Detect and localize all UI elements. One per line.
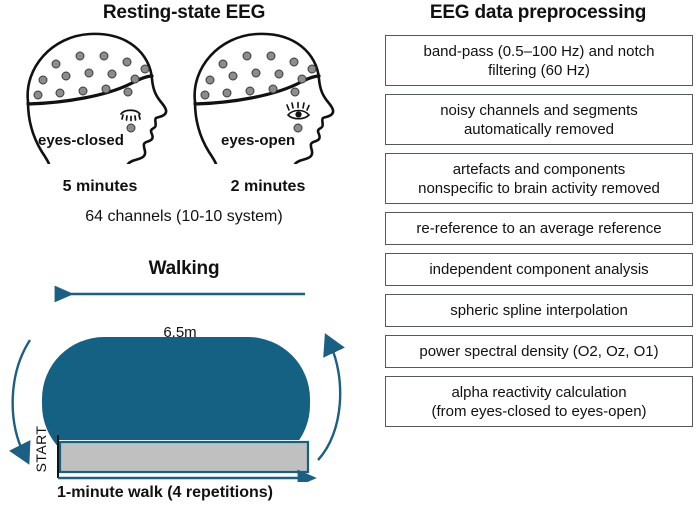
preprocessing-step: independent component analysis xyxy=(385,253,693,286)
head-illustrations-row: eyes-closed xyxy=(0,24,368,164)
preprocessing-step: power spectral density (O2, Oz, O1) xyxy=(385,335,693,368)
walk-caption: 1-minute walk (4 repetitions) xyxy=(56,484,274,501)
reference-electrode xyxy=(293,123,303,133)
preprocessing-step: band-pass (0.5–100 Hz) and notch filteri… xyxy=(385,35,693,86)
preprocessing-step-text: artefacts and components nonspecific to … xyxy=(418,160,660,197)
preprocessing-panel: EEG data preprocessing band-pass (0.5–10… xyxy=(378,0,700,506)
preprocessing-step-text: band-pass (0.5–100 Hz) and notch filteri… xyxy=(423,42,655,79)
walking-track-diagram: 6.5m START xyxy=(0,282,368,482)
preprocessing-step-list: band-pass (0.5–100 Hz) and notch filteri… xyxy=(385,35,693,435)
preprocessing-step: noisy channels and segments automaticall… xyxy=(385,94,693,145)
turn-arrow-left xyxy=(8,339,32,465)
duration-row: 5 minutes 2 minutes xyxy=(0,178,368,202)
preprocessing-step: alpha reactivity calculation (from eyes-… xyxy=(385,376,693,427)
walking-panel: Walking xyxy=(0,252,368,506)
preprocessing-step: artefacts and components nonspecific to … xyxy=(385,153,693,204)
head-profile-with-eeg-cap-icon xyxy=(193,32,335,164)
walking-title: Walking xyxy=(148,258,220,279)
preprocessing-step: spheric spline interpolation xyxy=(385,294,693,327)
resting-state-panel: Resting-state EEG xyxy=(0,0,368,250)
preprocessing-step-text: alpha reactivity calculation (from eyes-… xyxy=(431,383,647,420)
head-diagram-eyes-closed: eyes-closed xyxy=(18,24,183,164)
walking-track-shape xyxy=(42,337,310,467)
reference-electrode xyxy=(126,123,136,133)
preprocessing-step-text: independent component analysis xyxy=(429,261,649,278)
open-eye-icon xyxy=(286,101,311,120)
distance-label: 6.5m xyxy=(163,324,197,341)
walkway-bar xyxy=(58,440,310,474)
start-label: START xyxy=(33,425,49,473)
preprocessing-step-text: spheric spline interpolation xyxy=(450,302,628,319)
preprocessing-step: re-reference to an average reference xyxy=(385,212,693,245)
preprocessing-step-text: re-reference to an average reference xyxy=(416,220,662,237)
head-profile-with-eeg-cap-icon xyxy=(26,32,168,164)
turn-arrow-right xyxy=(317,333,345,461)
preprocessing-step-text: power spectral density (O2, Oz, O1) xyxy=(419,343,659,360)
resting-state-title: Resting-state EEG xyxy=(102,2,266,23)
head-diagram-eyes-open: eyes-open xyxy=(185,24,350,164)
eyes-open-label: eyes-open xyxy=(221,132,296,149)
duration-eyes-open: 2 minutes xyxy=(230,178,306,195)
preprocessing-step-text: noisy channels and segments automaticall… xyxy=(440,101,638,138)
closed-eye-icon xyxy=(120,109,141,122)
channels-note: 64 channels (10-10 system) xyxy=(85,208,283,225)
preprocessing-title: EEG data preprocessing xyxy=(429,2,647,23)
eyes-closed-label: eyes-closed xyxy=(38,132,124,149)
duration-eyes-closed: 5 minutes xyxy=(62,178,138,195)
